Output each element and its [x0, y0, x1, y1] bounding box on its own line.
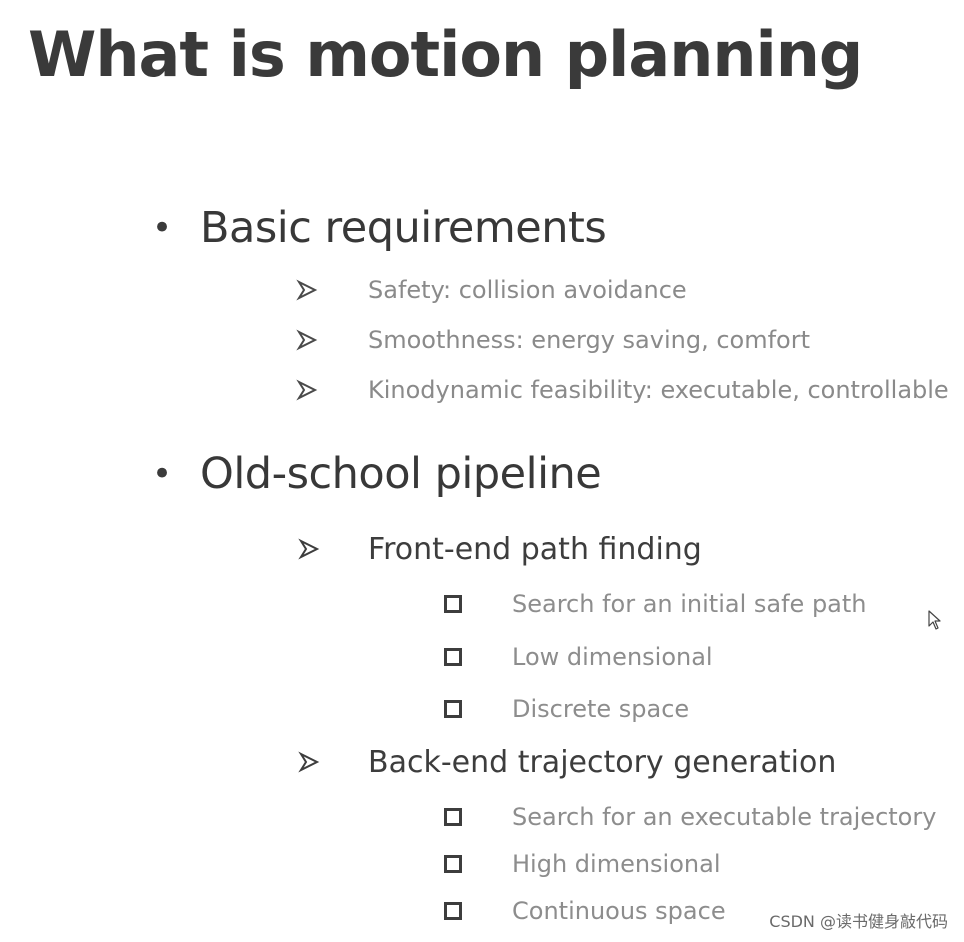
list-item: Kinodynamic feasibility: executable, con…: [0, 373, 964, 407]
list-item: Smoothness: energy saving, comfort: [0, 323, 964, 357]
hollow-square-icon: [444, 700, 462, 718]
section-basic-requirements: • Basic requirements: [0, 200, 964, 256]
list-item: Low dimensional: [0, 640, 964, 674]
list-item-text: Low dimensional: [512, 643, 713, 671]
list-item-text: Safety: collision avoidance: [368, 276, 687, 304]
list-item-text: Kinodynamic feasibility: executable, con…: [368, 376, 949, 404]
group-back-end: Back-end trajectory generation: [0, 742, 964, 782]
mouse-cursor-icon: [928, 610, 941, 630]
slide-title: What is motion planning: [28, 18, 863, 91]
arrowhead-icon: [298, 751, 320, 773]
arrowhead-icon: [296, 279, 318, 301]
group-front-end: Front-end path finding: [0, 529, 964, 569]
list-item-text: High dimensional: [512, 850, 721, 878]
bullet-dot: •: [152, 208, 173, 248]
list-item: Discrete space: [0, 692, 964, 726]
arrowhead-icon: [296, 379, 318, 401]
hollow-square-icon: [444, 648, 462, 666]
list-item-text: Search for an executable trajectory: [512, 803, 937, 831]
group-label: Back-end trajectory generation: [368, 744, 837, 780]
section-heading: Old-school pipeline: [200, 449, 602, 499]
arrowhead-icon: [298, 538, 320, 560]
list-item-text: Smoothness: energy saving, comfort: [368, 326, 811, 354]
hollow-square-icon: [444, 808, 462, 826]
list-item-text: Search for an initial safe path: [512, 590, 867, 618]
list-item-text: Discrete space: [512, 695, 690, 723]
section-heading: Basic requirements: [200, 203, 607, 253]
list-item-text: Continuous space: [512, 897, 726, 925]
hollow-square-icon: [444, 902, 462, 920]
watermark: CSDN @读书健身敲代码: [769, 912, 948, 931]
list-item: High dimensional: [0, 847, 964, 881]
group-label: Front-end path finding: [368, 531, 702, 567]
list-item: Search for an executable trajectory: [0, 800, 964, 834]
hollow-square-icon: [444, 595, 462, 613]
list-item: Search for an initial safe path: [0, 587, 964, 621]
list-item: Continuous space: [0, 894, 964, 928]
hollow-square-icon: [444, 855, 462, 873]
arrowhead-icon: [296, 329, 318, 351]
list-item: Safety: collision avoidance: [0, 273, 964, 307]
section-old-school-pipeline: • Old-school pipeline: [0, 446, 964, 502]
bullet-dot: •: [152, 454, 173, 494]
